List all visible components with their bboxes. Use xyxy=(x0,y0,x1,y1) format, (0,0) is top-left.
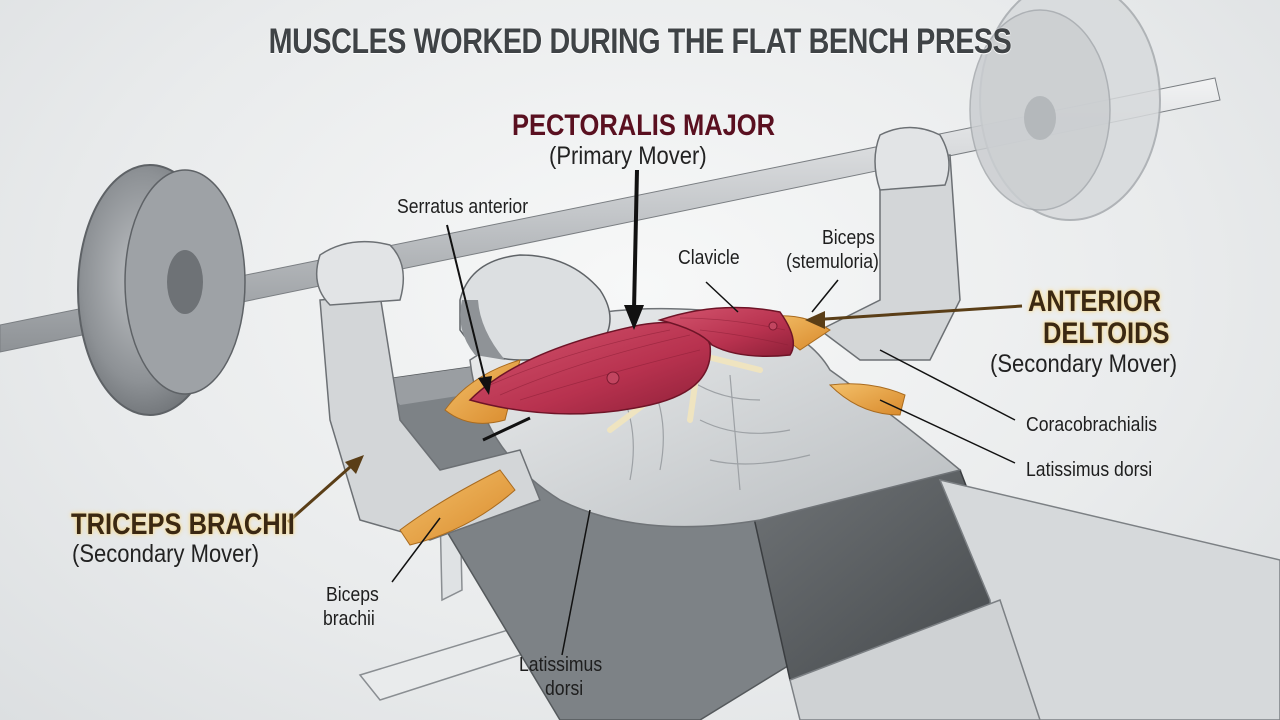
primary-muscle-role: (Primary Mover) xyxy=(549,142,707,170)
label-latissimus-dorsi-bottom-line2: dorsi xyxy=(545,678,584,700)
label-biceps-brachii-line2: brachii xyxy=(323,608,375,630)
anterior-deltoids-name-line2: DELTOIDS xyxy=(1043,317,1170,350)
anterior-deltoids-role: (Secondary Mover) xyxy=(990,350,1178,378)
anterior-deltoids-name-line1: ANTERIOR xyxy=(1028,285,1162,318)
label-clavicle: Clavicle xyxy=(678,247,740,269)
head xyxy=(459,254,611,361)
leader-lines xyxy=(287,169,1023,656)
label-serratus-anterior: Serratus anterior xyxy=(397,196,529,218)
label-biceps-top-line2: (stemuloria) xyxy=(786,251,879,273)
primary-muscle-name: PECTORALIS MAJOR xyxy=(512,109,776,142)
legs xyxy=(749,469,1280,720)
triceps-brachii-name: TRICEPS BRACHII xyxy=(71,508,295,541)
label-latissimus-dorsi-right: Latissimus dorsi xyxy=(1026,459,1153,481)
pectoralis-major xyxy=(468,306,795,415)
triceps-brachii-role: (Secondary Mover) xyxy=(72,540,260,568)
label-biceps-brachii-line1: Biceps xyxy=(326,584,379,606)
label-latissimus-dorsi-bottom-line1: Latissimus xyxy=(519,654,603,676)
label-biceps-top-line1: Biceps xyxy=(822,227,875,249)
label-coracobrachialis: Coracobrachialis xyxy=(1026,414,1158,436)
page-title: MUSCLES WORKED DURING THE FLAT BENCH PRE… xyxy=(268,22,1012,61)
